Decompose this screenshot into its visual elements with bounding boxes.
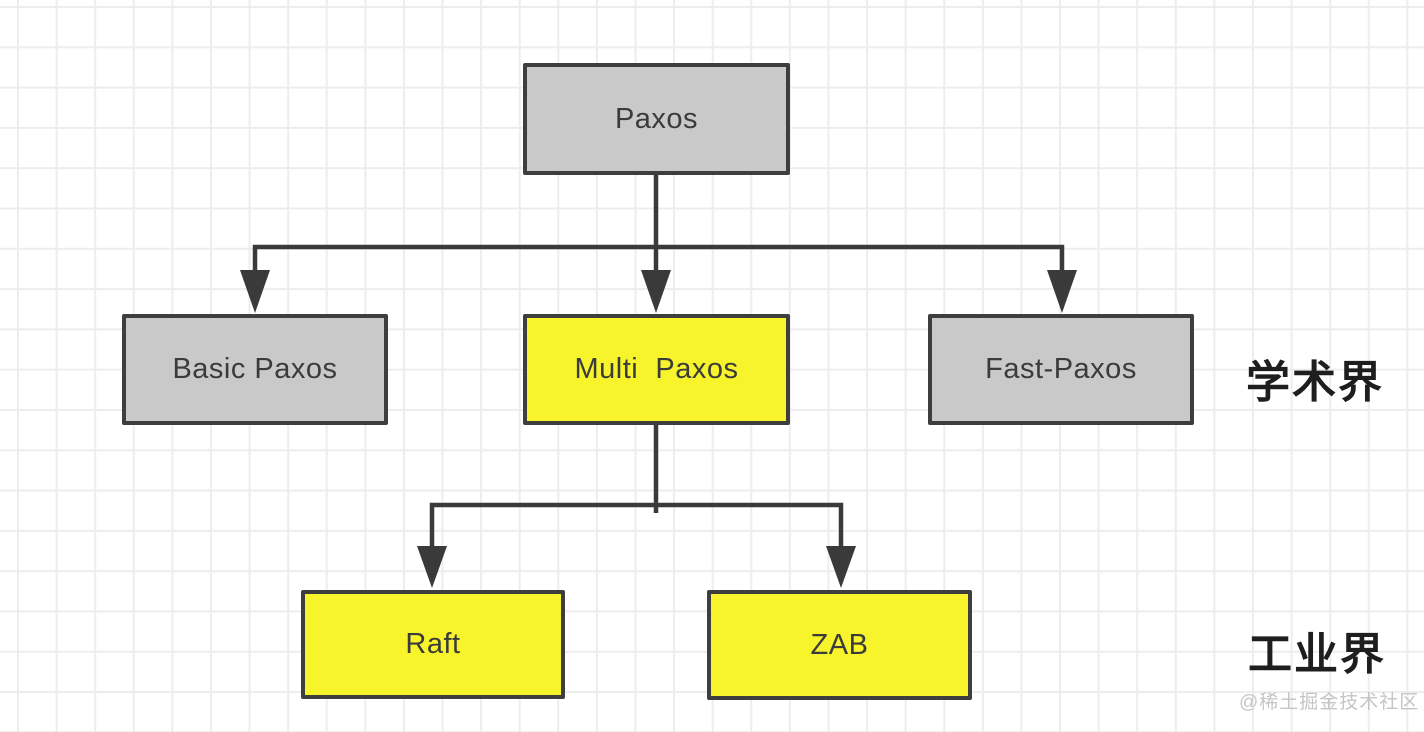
- node-zab: ZAB: [707, 590, 972, 700]
- node-zab-label: ZAB: [810, 628, 869, 661]
- edge-multi-branch-rail: [429, 502, 844, 548]
- node-paxos: Paxos: [523, 63, 790, 175]
- node-basic-paxos: Basic Paxos: [122, 314, 388, 425]
- node-fast-paxos-label: Fast-Paxos: [985, 353, 1137, 385]
- annotation-academic: 学术界: [1246, 358, 1384, 407]
- node-paxos-label: Paxos: [614, 102, 699, 135]
- arrowhead-raft: [417, 546, 447, 588]
- node-multi-paxos-label: Multi Paxos: [574, 353, 739, 385]
- node-basic-paxos-label: Basic Paxos: [172, 353, 338, 385]
- node-fast-paxos: Fast-Paxos: [928, 314, 1194, 425]
- node-raft-label: Raft: [405, 628, 461, 660]
- arrowhead-zab: [826, 546, 856, 588]
- arrowhead-multi-paxos: [641, 270, 671, 313]
- node-raft: Raft: [301, 590, 565, 699]
- node-multi-paxos: Multi Paxos: [523, 314, 790, 425]
- annotation-industry: 工业界: [1248, 630, 1386, 679]
- arrowhead-fast-paxos: [1047, 270, 1077, 313]
- watermark-text: @稀土掘金技术社区: [1239, 692, 1420, 713]
- arrowhead-basic-paxos: [240, 270, 270, 313]
- edge-paxos-branch-rail: [252, 244, 1065, 272]
